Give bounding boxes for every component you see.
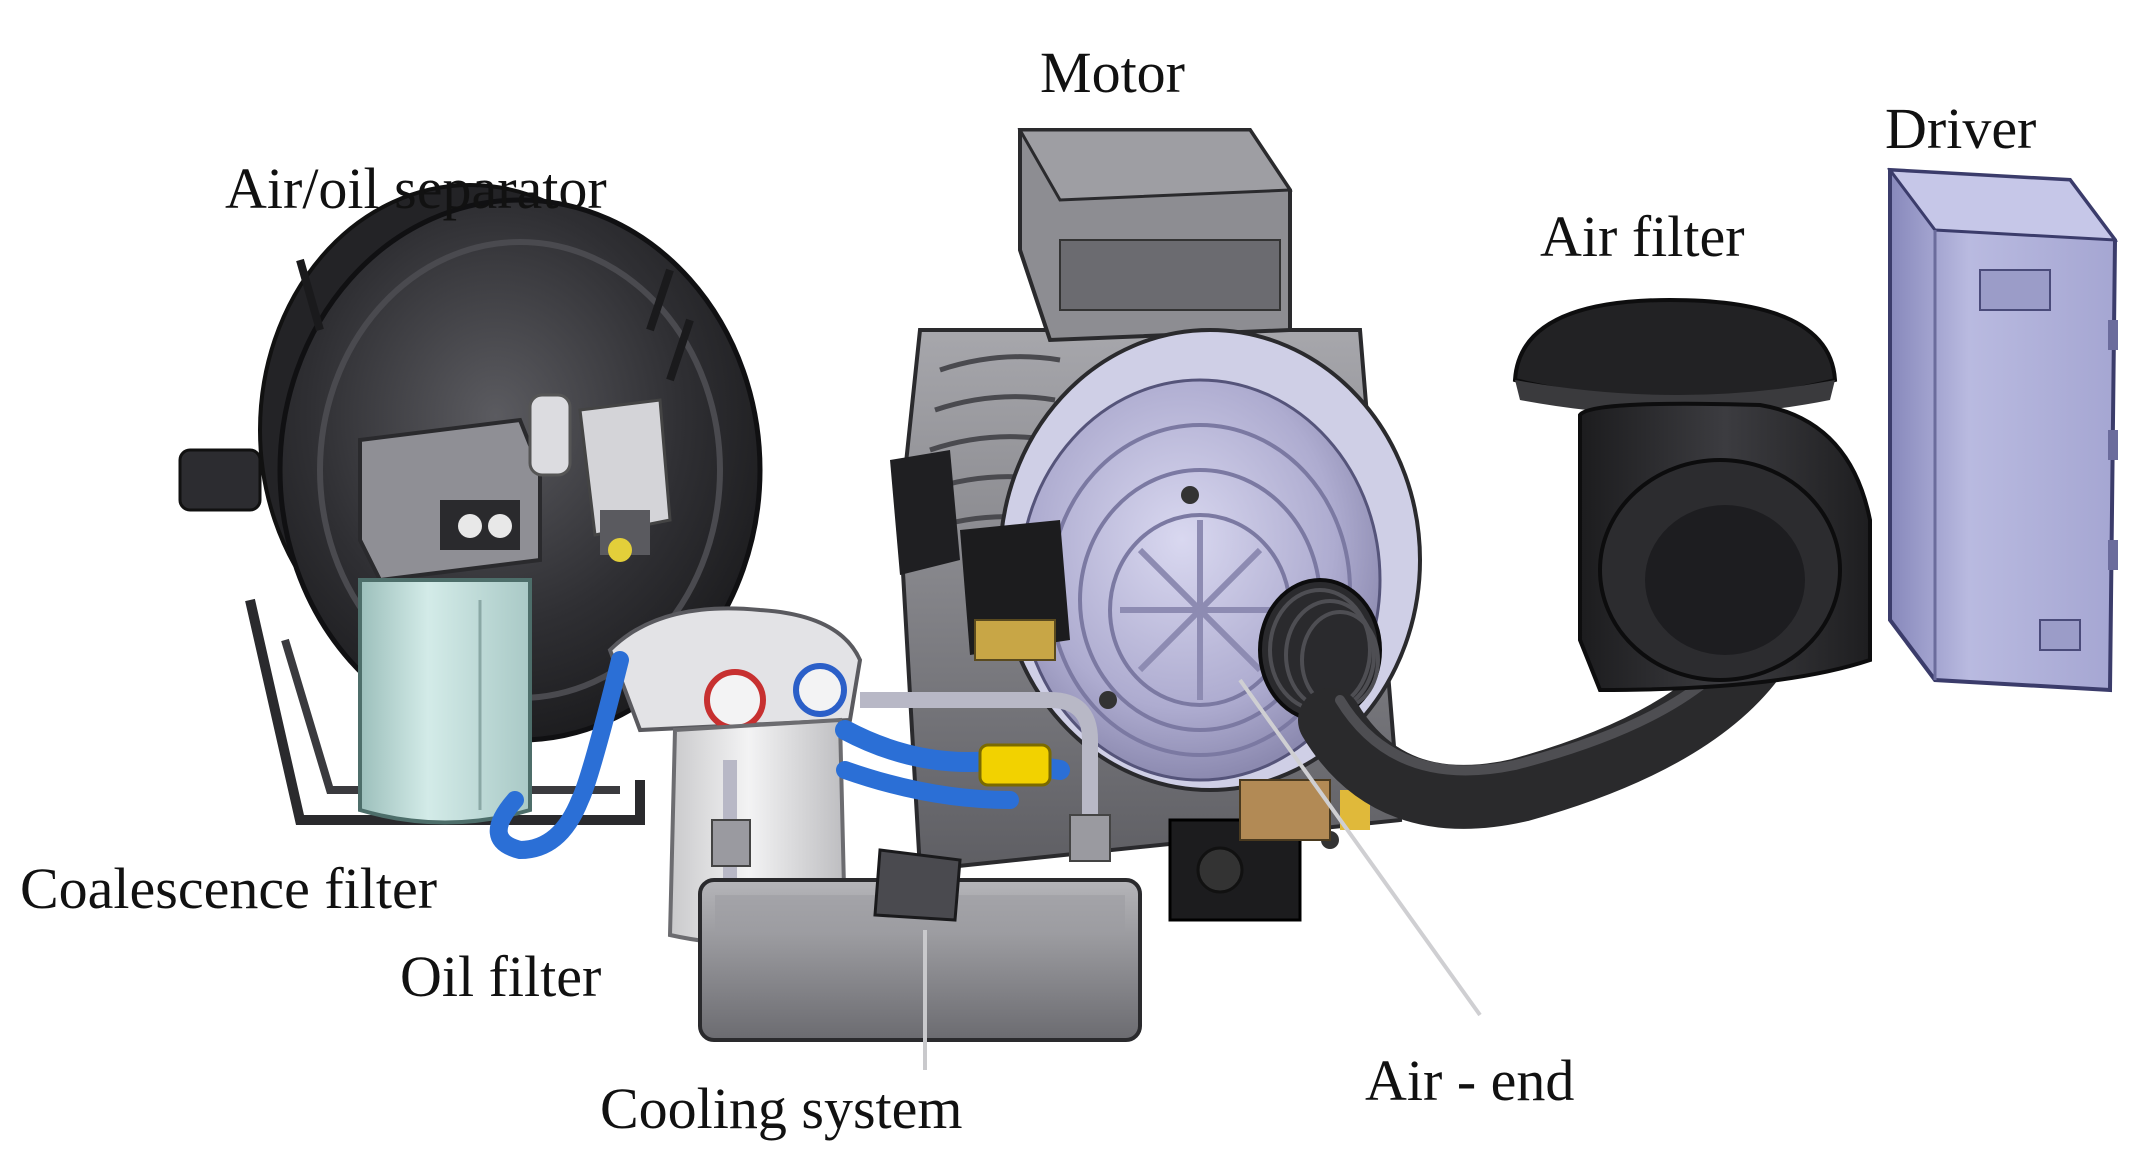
coalescence-filter-label: Coalescence filter xyxy=(20,856,438,921)
cooling-system-graphic xyxy=(698,848,1142,1070)
driver-label: Driver xyxy=(1885,96,2037,161)
hoses-graphic xyxy=(489,651,1070,860)
cooling-system-label: Cooling system xyxy=(600,1076,963,1141)
air-filter-graphic xyxy=(1512,297,1872,693)
motor-label: Motor xyxy=(1040,40,1185,105)
air-oil-separator-graphic xyxy=(178,183,763,825)
air-oil-separator-label: Air/oil separator xyxy=(225,156,607,221)
air-end-label: Air - end xyxy=(1365,1048,1575,1113)
oil-filter-label: Oil filter xyxy=(400,944,602,1009)
driver-graphic xyxy=(1886,167,2119,693)
air-filter-label: Air filter xyxy=(1540,204,1745,269)
